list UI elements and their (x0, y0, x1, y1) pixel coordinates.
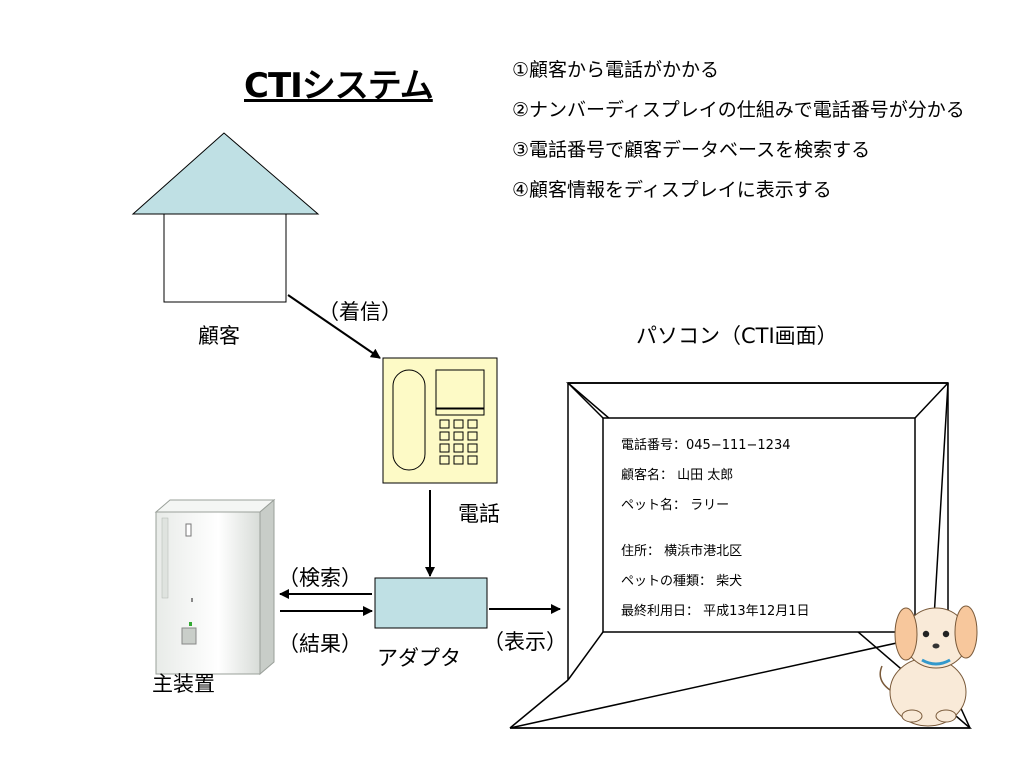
step-1: ①顧客から電話がかかる (512, 59, 720, 81)
screen-phone-number: 電話番号：045−111−1234 (621, 438, 791, 453)
display-label: （表示） (483, 630, 567, 654)
screen-pet-breed: ペットの種類： 柴犬 (621, 574, 743, 589)
incoming-label: （着信） (318, 300, 402, 324)
monitor-icon (509, 382, 973, 729)
main-unit-label: 主装置 (152, 672, 215, 696)
adapter-label: アダプタ (377, 646, 461, 670)
house-icon (131, 132, 320, 303)
server-icon (154, 498, 276, 676)
step-2: ②ナンバーディスプレイの仕組みで電話番号が分かる (512, 99, 965, 121)
search-label: （検索） (278, 566, 362, 590)
screen-address: 住所： 横浜市港北区 (621, 544, 743, 559)
adapter-box (374, 577, 488, 629)
incoming-arrow (287, 294, 381, 359)
screen-customer-name: 顧客名： 山田 太郎 (621, 468, 734, 483)
page-title: CTIシステム (244, 66, 434, 106)
screen-pet-name: ペット名： ラリー (621, 498, 730, 513)
phone-label: 電話 (458, 502, 500, 526)
step-3: ③電話番号で顧客データベースを検索する (512, 139, 871, 161)
step-4: ④顧客情報をディスプレイに表示する (512, 179, 832, 201)
screen-last-use: 最終利用日： 平成13年12月1日 (621, 604, 810, 619)
customer-label: 顧客 (198, 324, 240, 348)
result-label: （結果） (278, 632, 362, 656)
telephone-icon (382, 357, 498, 484)
pc-label: パソコン（CTI画面） (636, 324, 838, 348)
dog-icon (879, 605, 978, 727)
step-list: ①顧客から電話がかかる ②ナンバーディスプレイの仕組みで電話番号が分かる ③電話… (512, 58, 982, 218)
